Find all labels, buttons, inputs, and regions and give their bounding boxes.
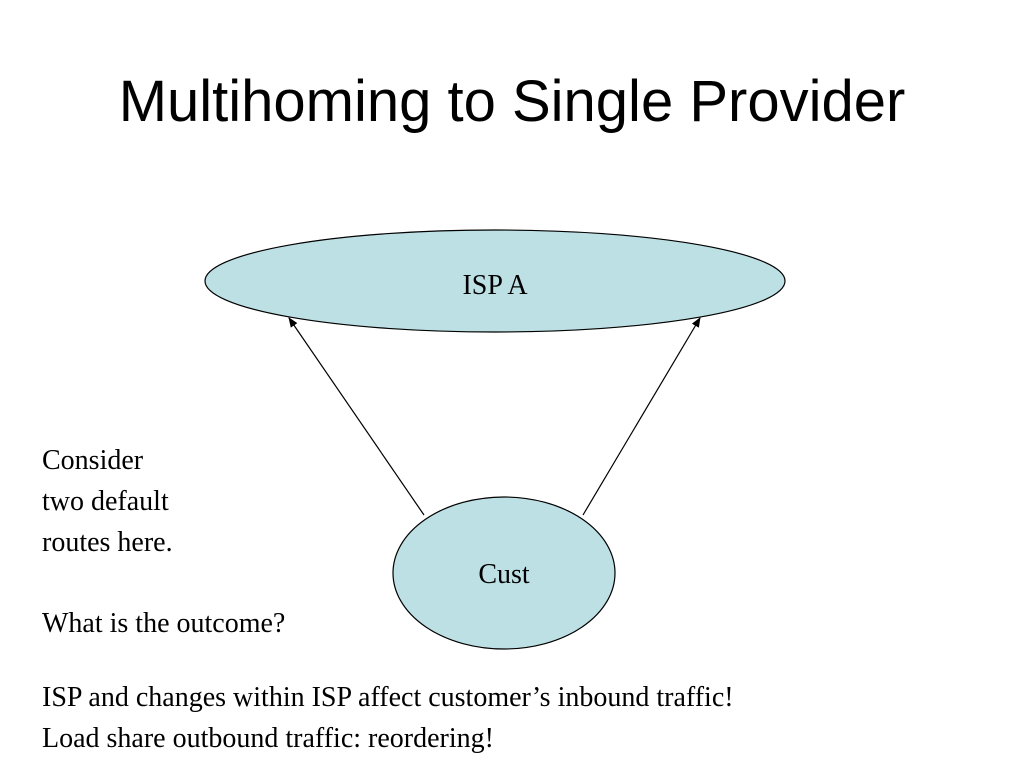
isp-a-node bbox=[204, 229, 786, 333]
default-route-arrow-right bbox=[582, 317, 701, 516]
consider-line: Consider bbox=[42, 445, 144, 476]
conclusion-line: ISP and changes within ISP affect custom… bbox=[42, 682, 734, 713]
cust-label: Cust bbox=[478, 559, 530, 590]
cust-node bbox=[392, 496, 616, 650]
consider-line: two default bbox=[42, 486, 169, 517]
consider-note: Consider two default routes here. bbox=[42, 440, 173, 563]
consider-line: routes here. bbox=[42, 527, 173, 558]
conclusion-line: Load share outbound traffic: reordering! bbox=[42, 723, 494, 754]
isp-a-label: ISP A bbox=[462, 270, 528, 301]
default-route-arrow-left bbox=[288, 317, 425, 516]
slide-title: Multihoming to Single Provider bbox=[118, 69, 906, 134]
outcome-question: What is the outcome? bbox=[42, 608, 286, 639]
conclusions: ISP and changes within ISP affect custom… bbox=[42, 677, 734, 759]
